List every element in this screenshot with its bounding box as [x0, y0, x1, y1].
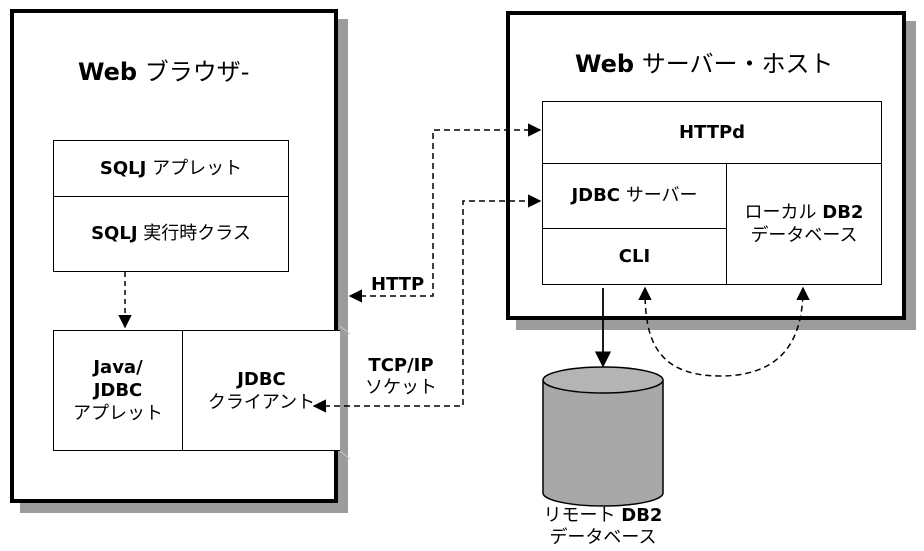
cli-localdb-curved-arrow [638, 286, 810, 377]
browser-title-rest: ブラウザ- [137, 58, 250, 86]
cli-label: CLI [618, 245, 651, 267]
http-connection-arrow [348, 123, 542, 303]
socket-label: ソケット [365, 377, 437, 398]
server-title-web: Web [575, 50, 635, 78]
jdbc-client-line1: JDBC [237, 368, 286, 390]
cli-box: CLI [542, 228, 727, 285]
remote-db-bold: DB2 [621, 505, 663, 526]
httpd-label: HTTPd [678, 121, 746, 143]
local-db2-label: ローカル [744, 202, 823, 223]
remote-db-label-group: リモート DB2 データベース [523, 505, 683, 549]
ghost-line-bottom [339, 450, 351, 460]
sqlj-runtime-label: 実行時クラス [137, 223, 251, 244]
java-applet-line1: Java/ [93, 357, 143, 378]
jdbc-server-box: JDBC サーバー [542, 163, 727, 229]
browser-title-web: Web [78, 58, 138, 86]
sqlj-applet-box: SQLJ アプレット [53, 140, 289, 197]
tcpip-connection-arrow [312, 194, 542, 413]
remote-db-line2: データベース [549, 527, 657, 548]
tcpip-label-group: TCP/IP ソケット [356, 355, 446, 399]
http-label: HTTP [371, 274, 425, 295]
jdbc-server-bold: JDBC [571, 185, 621, 206]
server-title-rest: サーバー・ホスト [634, 50, 834, 78]
local-db2-line2: データベース [750, 225, 858, 246]
remote-db-label: リモート [543, 505, 622, 526]
java-applet-line3: アプレット [73, 403, 163, 424]
server-title: Web サーバー・ホスト [575, 44, 833, 79]
jdbc-client-line2: クライアント [207, 391, 316, 413]
tcpip-label: TCP/IP [368, 355, 434, 376]
sqlj-applet-label: アプレット [146, 157, 243, 179]
httpd-box: HTTPd [542, 101, 882, 164]
browser-title: Web ブラウザ- [78, 52, 249, 87]
remote-db-cylinder-icon [542, 366, 664, 507]
java-jdbc-applet-box: Java/ JDBC アプレット [53, 330, 183, 451]
local-db2-box: ローカル DB2 データベース [726, 163, 882, 285]
sqlj-runtime-box: SQLJ 実行時クラス [53, 196, 289, 272]
java-applet-line2: JDBC [93, 380, 143, 401]
local-db2-bold: DB2 [822, 202, 864, 223]
sqlj-applet-bold: SQLJ [99, 157, 147, 179]
ghost-line-top [339, 325, 351, 335]
jdbc-server-label: サーバー [620, 185, 698, 206]
sqlj-runtime-bold: SQLJ [91, 223, 138, 244]
